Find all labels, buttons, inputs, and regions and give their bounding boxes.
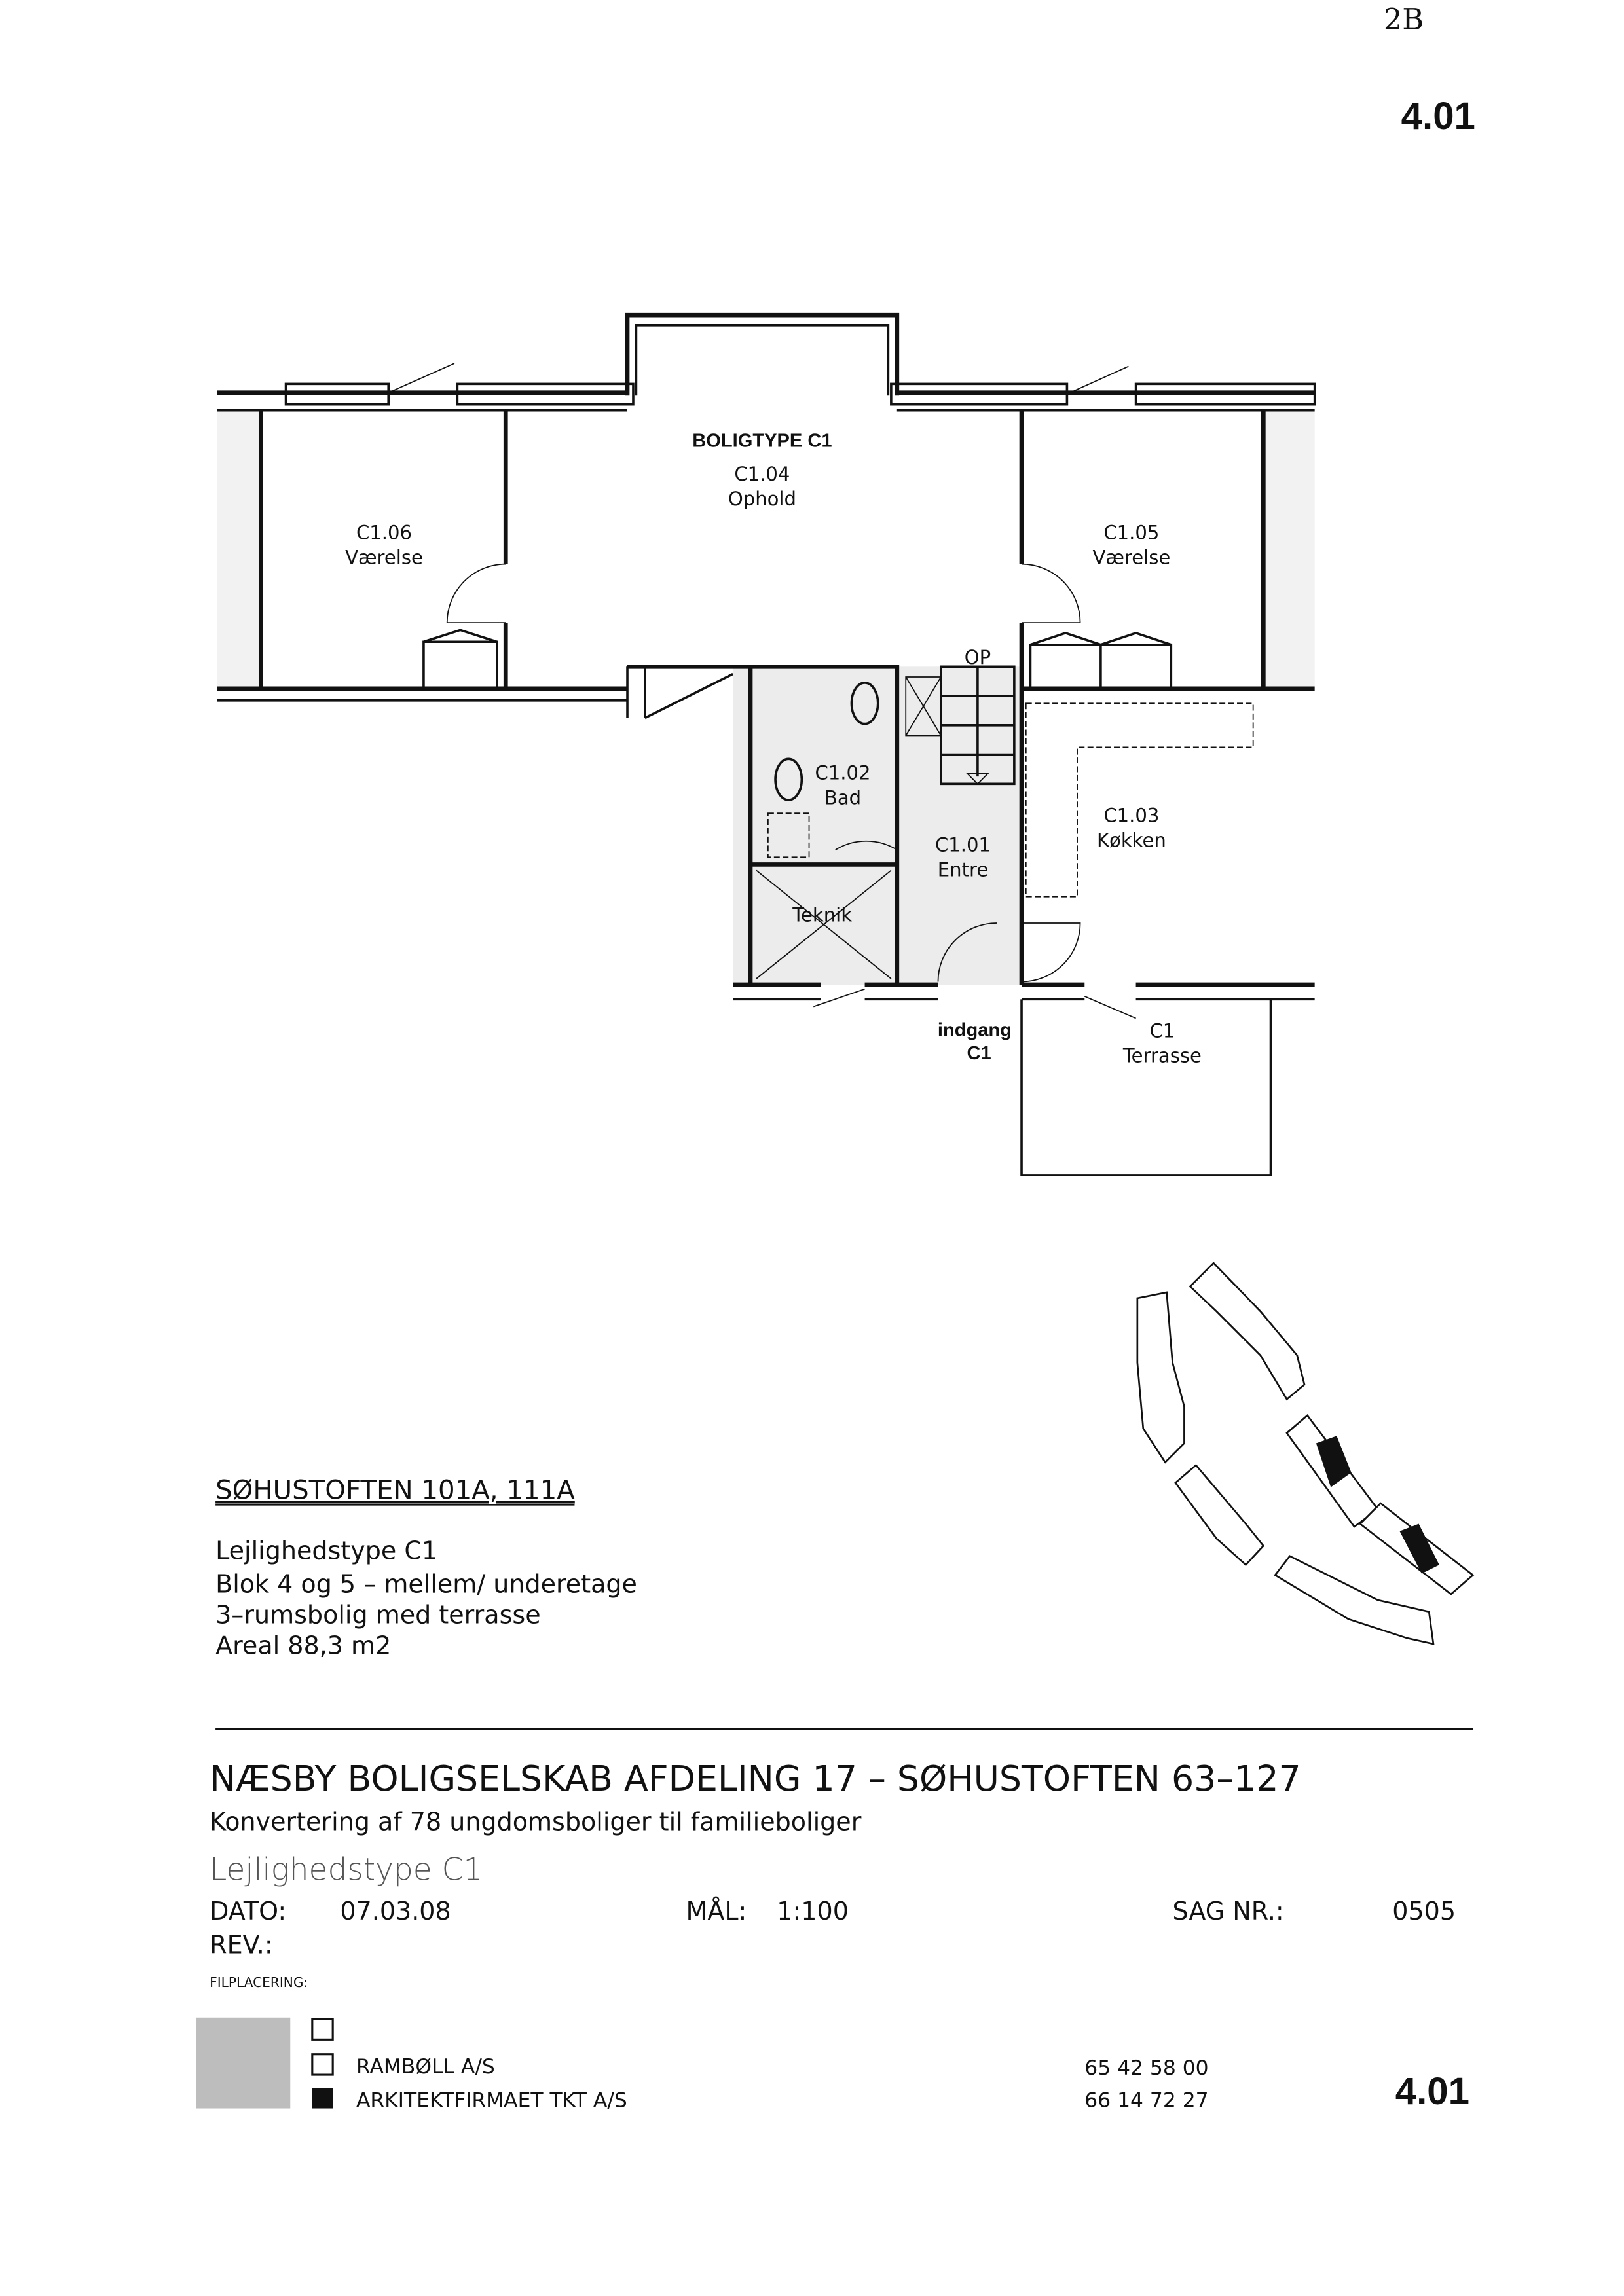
project-subtitle: Konvertering af 78 ungdomsboliger til fa… xyxy=(210,1807,862,1836)
teknik-cross xyxy=(756,869,892,979)
date-value: 07.03.08 xyxy=(340,1897,451,1925)
exterior-hatch-left xyxy=(217,410,261,689)
firm-phone: 66 14 72 27 xyxy=(1084,2088,1208,2112)
case-value: 0505 xyxy=(1392,1897,1456,1925)
room-id: C1.04 xyxy=(734,463,790,485)
file-location-label: FILPLACERING: xyxy=(210,1975,308,1990)
firm-name: RAMBØLL A/S xyxy=(356,2055,495,2079)
site-plan xyxy=(1136,1262,1475,1645)
room-name: Værelse xyxy=(1093,547,1171,569)
entrance-label: indgang xyxy=(938,1019,1012,1040)
toilet xyxy=(850,682,879,725)
unit-marker xyxy=(1399,1523,1439,1574)
terrace-outline xyxy=(1020,999,1272,1176)
window xyxy=(1134,382,1316,406)
window xyxy=(284,382,390,406)
plan-title: BOLIGTYPE C1 xyxy=(692,431,832,452)
room-id: C1 xyxy=(1149,1020,1175,1042)
case-label: SAG NR.: xyxy=(1173,1897,1284,1925)
window xyxy=(890,382,1069,406)
scale-label: MÅL: xyxy=(686,1897,747,1925)
checkbox-filled xyxy=(312,2088,333,2109)
info-line: Blok 4 og 5 – mellem/ underetage xyxy=(215,1570,637,1599)
room-id: C1.03 xyxy=(1103,805,1159,827)
kitchen-counter xyxy=(1025,702,1254,898)
building xyxy=(1136,1291,1185,1464)
room-name: Teknik xyxy=(792,904,852,926)
info-line: Areal 88,3 m2 xyxy=(215,1631,391,1660)
window xyxy=(456,382,635,406)
checkbox-empty xyxy=(311,2053,334,2076)
unit-marker xyxy=(1316,1436,1352,1487)
building xyxy=(1174,1464,1265,1567)
info-line: Lejlighedstype C1 xyxy=(215,1536,437,1565)
bay-wall xyxy=(625,312,900,396)
entrance-label: C1 xyxy=(967,1043,991,1064)
room-name: Entre xyxy=(938,858,988,881)
firm-logo xyxy=(196,2017,291,2109)
room-name: Køkken xyxy=(1097,829,1166,852)
tiled-floor xyxy=(733,666,1022,985)
bath-walls xyxy=(627,664,900,985)
wardrobe xyxy=(422,629,498,690)
sheet-number-top: 4.01 xyxy=(1401,95,1475,137)
scale-value: 1:100 xyxy=(777,1897,849,1925)
date-label: DATO: xyxy=(210,1897,286,1925)
building xyxy=(1274,1555,1435,1645)
handwritten-note: 2B xyxy=(1384,2,1424,37)
drawing-title: Lejlighedstype C1 xyxy=(210,1851,483,1887)
info-line: 3–rumsbolig med terrasse xyxy=(215,1601,541,1630)
building xyxy=(1189,1262,1306,1401)
room-id: C1.05 xyxy=(1103,522,1159,544)
room-id: C1.01 xyxy=(935,833,991,856)
exterior-hatch-right xyxy=(1263,410,1315,689)
stair xyxy=(940,665,1016,786)
stair-label: OP xyxy=(965,646,991,668)
floor-plan: OP BOLIGTYPE C1 C1.04 Ophold C1.06 Værel… xyxy=(217,312,1316,1176)
project-title: NÆSBY BOLIGSELSKAB AFDELING 17 – SØHUSTO… xyxy=(210,1758,1301,1799)
room-name: Terrasse xyxy=(1122,1045,1202,1067)
sink xyxy=(774,757,803,801)
checkbox-empty xyxy=(311,2018,334,2041)
room-name: Bad xyxy=(824,787,861,809)
firm-name: ARKITEKTFIRMAET TKT A/S xyxy=(356,2088,627,2112)
room-name: Værelse xyxy=(345,547,423,569)
room-id: C1.02 xyxy=(815,762,870,784)
wardrobe xyxy=(1029,631,1173,690)
room-id: C1.06 xyxy=(356,522,412,544)
rev-label: REV.: xyxy=(210,1930,272,1959)
firm-phone: 65 42 58 00 xyxy=(1084,2056,1208,2080)
sheet-number-bottom: 4.01 xyxy=(1395,2070,1469,2113)
address: SØHUSTOFTEN 101A, 111A xyxy=(215,1476,575,1506)
room-name: Ophold xyxy=(728,488,796,510)
